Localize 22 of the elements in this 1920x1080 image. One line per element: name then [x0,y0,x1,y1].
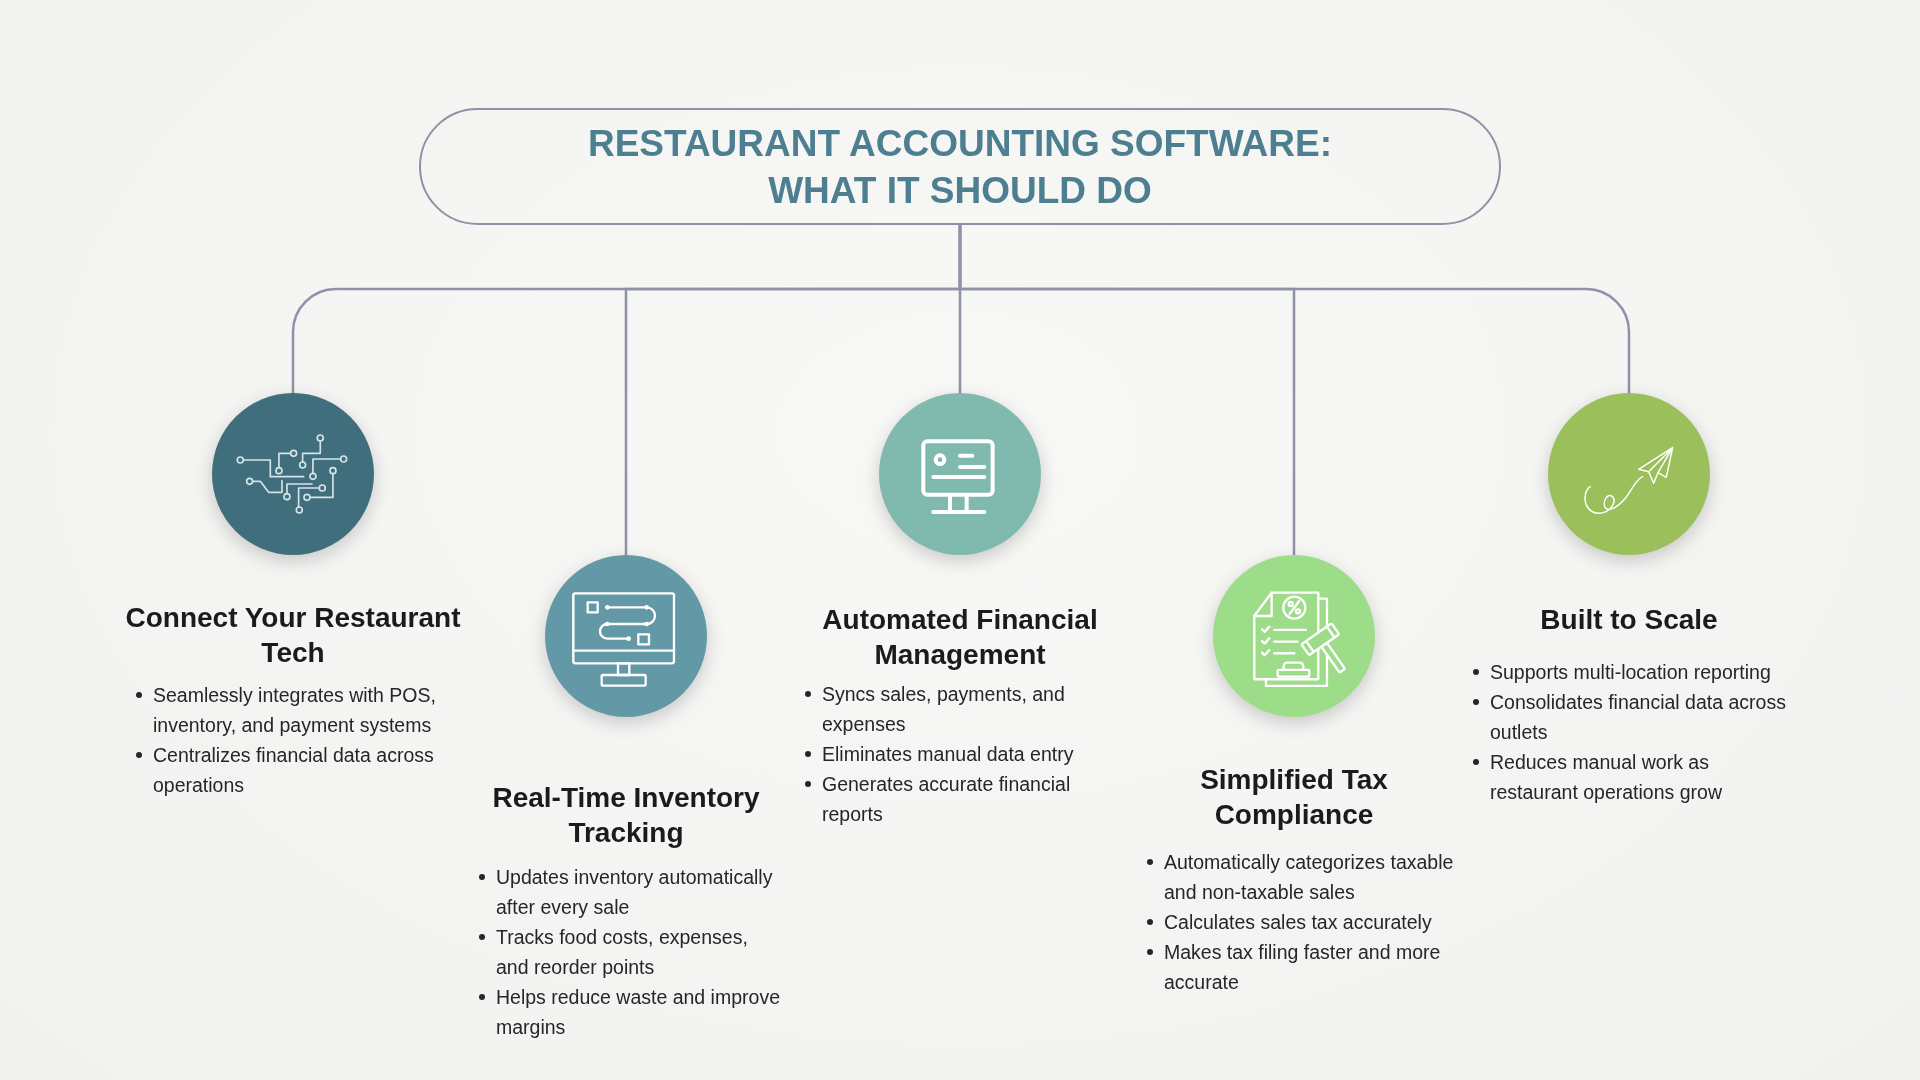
feature-heading: Connect Your Restaurant Tech [124,601,462,670]
connector-line [958,225,1631,393]
bullet-text: Syncs sales, payments, and expenses [822,682,1066,737]
feature-heading: Automated Financial Management [821,603,1099,672]
bullet-text: Supports multi-location reporting [1490,660,1772,685]
bullet-text: Makes tax filing faster and more accurate [1164,940,1442,995]
bullet-text: Centralizes financial data across operations [153,743,435,798]
title-text: RESTAURANT ACCOUNTING SOFTWARE: WHAT IT SHOULD DO [586,121,1334,213]
bullet-text: Helps reduce waste and improve margins [496,985,781,1040]
bullet-text: Updates inventory automatically after every sale [496,865,774,920]
bullet-text: Automatically categorizes taxable and non-taxable sales [1164,850,1455,905]
title-pill [419,108,1501,225]
bullet-text: Seamlessly integrates with POS, inventory, and payment systems [153,683,437,738]
feature-heading: Built to Scale [1539,603,1719,637]
bullet-text: Consolidates financial data across outlets [1490,690,1787,745]
bullet-text: Generates accurate financial reports [822,772,1072,827]
bullet-text: Reduces manual work as restaurant operations grow [1490,750,1723,805]
feature-heading: Simplified Tax Compliance [1199,763,1389,832]
bullet-text: Tracks food costs, expenses, and reorder points [496,925,749,980]
bullet-text: Calculates sales tax accurately [1164,910,1433,935]
feature-heading: Real-Time Inventory Tracking [491,781,761,850]
bullet-text: Eliminates manual data entry [822,742,1075,767]
